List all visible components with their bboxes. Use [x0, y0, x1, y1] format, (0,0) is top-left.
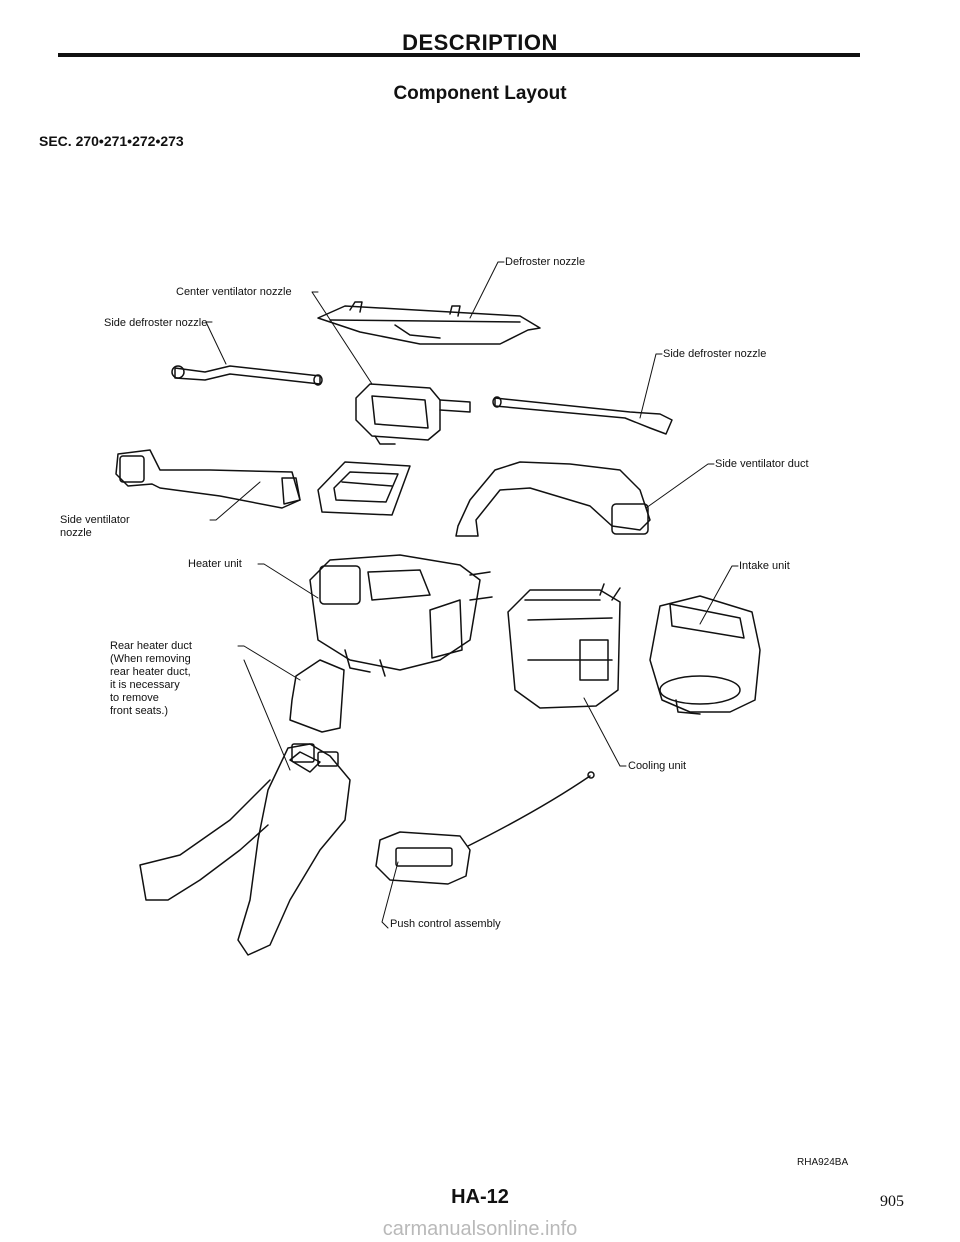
label-defroster-nozzle: Defroster nozzle	[505, 256, 586, 268]
label-cooling-unit: Cooling unit	[628, 760, 687, 772]
heater-unit-drawing	[309, 554, 493, 677]
label-intake-unit: Intake unit	[739, 560, 790, 572]
leader-side-ventilator-duct	[645, 463, 715, 509]
cooling-unit-drawing	[507, 583, 621, 709]
floor-vent-drawing	[317, 461, 411, 516]
label-side-defroster-nozzle-left: Side defroster nozzle	[104, 317, 208, 329]
page-number: 905	[880, 1193, 904, 1210]
label-side-ventilator-duct: Side ventilator duct	[715, 458, 809, 470]
center-ventilator-drawing	[355, 383, 471, 445]
leader-cooling-unit	[583, 697, 627, 767]
label-side-defroster-nozzle-right: Side defroster nozzle	[663, 348, 767, 360]
rear-heater-duct-block-drawing	[289, 659, 345, 733]
defroster-nozzle-drawing	[317, 301, 541, 345]
leader-lines	[205, 261, 739, 929]
push-control-drawing	[375, 771, 595, 885]
watermark: carmanualsonline.info	[382, 1218, 578, 1240]
leader-defroster-nozzle	[469, 261, 505, 319]
leader-rear-heater-duct-b	[243, 659, 291, 771]
label-center-ventilator-nozzle: Center ventilator nozzle	[176, 286, 292, 298]
leader-center-ventilator	[311, 291, 373, 385]
left-side-defroster-drawing	[171, 365, 323, 386]
page-id: HA-12	[451, 1186, 509, 1208]
intake-unit-drawing	[649, 595, 761, 715]
rear-heater-floor-ducts-drawing	[139, 743, 351, 956]
leader-side-defroster-left	[205, 321, 227, 365]
leader-intake-unit	[699, 565, 739, 625]
label-push-control-assembly: Push control assembly	[390, 918, 501, 930]
right-side-defroster-drawing	[492, 396, 673, 435]
label-rear-heater-duct: Rear heater duct (When removing rear hea…	[110, 640, 192, 717]
left-side-ventilator-drawing	[115, 449, 301, 509]
leader-heater-unit	[257, 563, 319, 599]
heading-rule	[58, 53, 860, 57]
page-heading: DESCRIPTION	[402, 30, 558, 55]
leader-side-defroster-right	[639, 353, 663, 419]
leader-side-ventilator-nozzle	[209, 481, 261, 521]
label-heater-unit: Heater unit	[188, 558, 242, 570]
page-subtitle: Component Layout	[393, 83, 567, 104]
label-side-ventilator-nozzle: Side ventilator nozzle	[60, 514, 130, 539]
leader-push-control	[381, 861, 399, 929]
section-reference: SEC. 270•271•272•273	[39, 133, 184, 149]
leader-rear-heater-duct-a	[237, 645, 301, 681]
right-side-ventilator-duct-drawing	[455, 461, 651, 537]
figure-code: RHA924BA	[797, 1157, 849, 1168]
